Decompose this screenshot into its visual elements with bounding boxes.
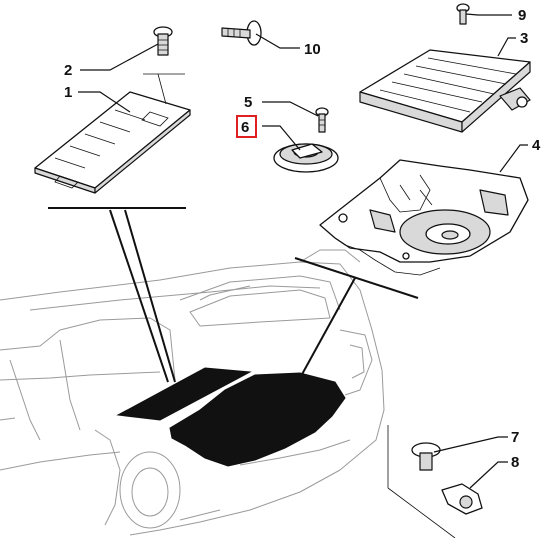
floor-mat-trunk — [169, 372, 346, 467]
callout-labels: 2 1 10 9 3 5 6 4 7 8 — [64, 7, 541, 471]
wheel-tray-part-4 — [319, 159, 529, 276]
callout-label-5: 5 — [244, 94, 252, 111]
callout-label-10: 10 — [304, 41, 321, 58]
floor-mat-front — [116, 367, 252, 421]
guide-lines — [48, 207, 456, 538]
trunk-mats — [116, 367, 346, 467]
callout-label-6: 6 — [241, 119, 249, 136]
callout-label-2: 2 — [64, 62, 72, 79]
callout-label-8: 8 — [511, 454, 519, 471]
fastener-part-10 — [221, 20, 262, 46]
retaining-clip-part-8 — [441, 483, 483, 515]
callout-label-4: 4 — [532, 137, 541, 154]
callout-label-7: 7 — [511, 429, 519, 446]
holder-part-6 — [273, 143, 339, 173]
push-clip-part-2 — [153, 26, 173, 56]
callout-label-3: 3 — [520, 30, 528, 47]
screw-part-9 — [456, 3, 470, 25]
leader-lines — [78, 13, 528, 489]
cover-panel-part-3 — [359, 49, 531, 133]
push-pin-part-7 — [411, 442, 441, 471]
callout-label-9: 9 — [518, 7, 526, 24]
floor-panel-part-1 — [34, 73, 191, 194]
car-outline — [0, 249, 385, 536]
callout-highlight-6 — [236, 115, 257, 138]
callout-label-1: 1 — [64, 84, 72, 101]
screw-part-5 — [315, 107, 329, 133]
